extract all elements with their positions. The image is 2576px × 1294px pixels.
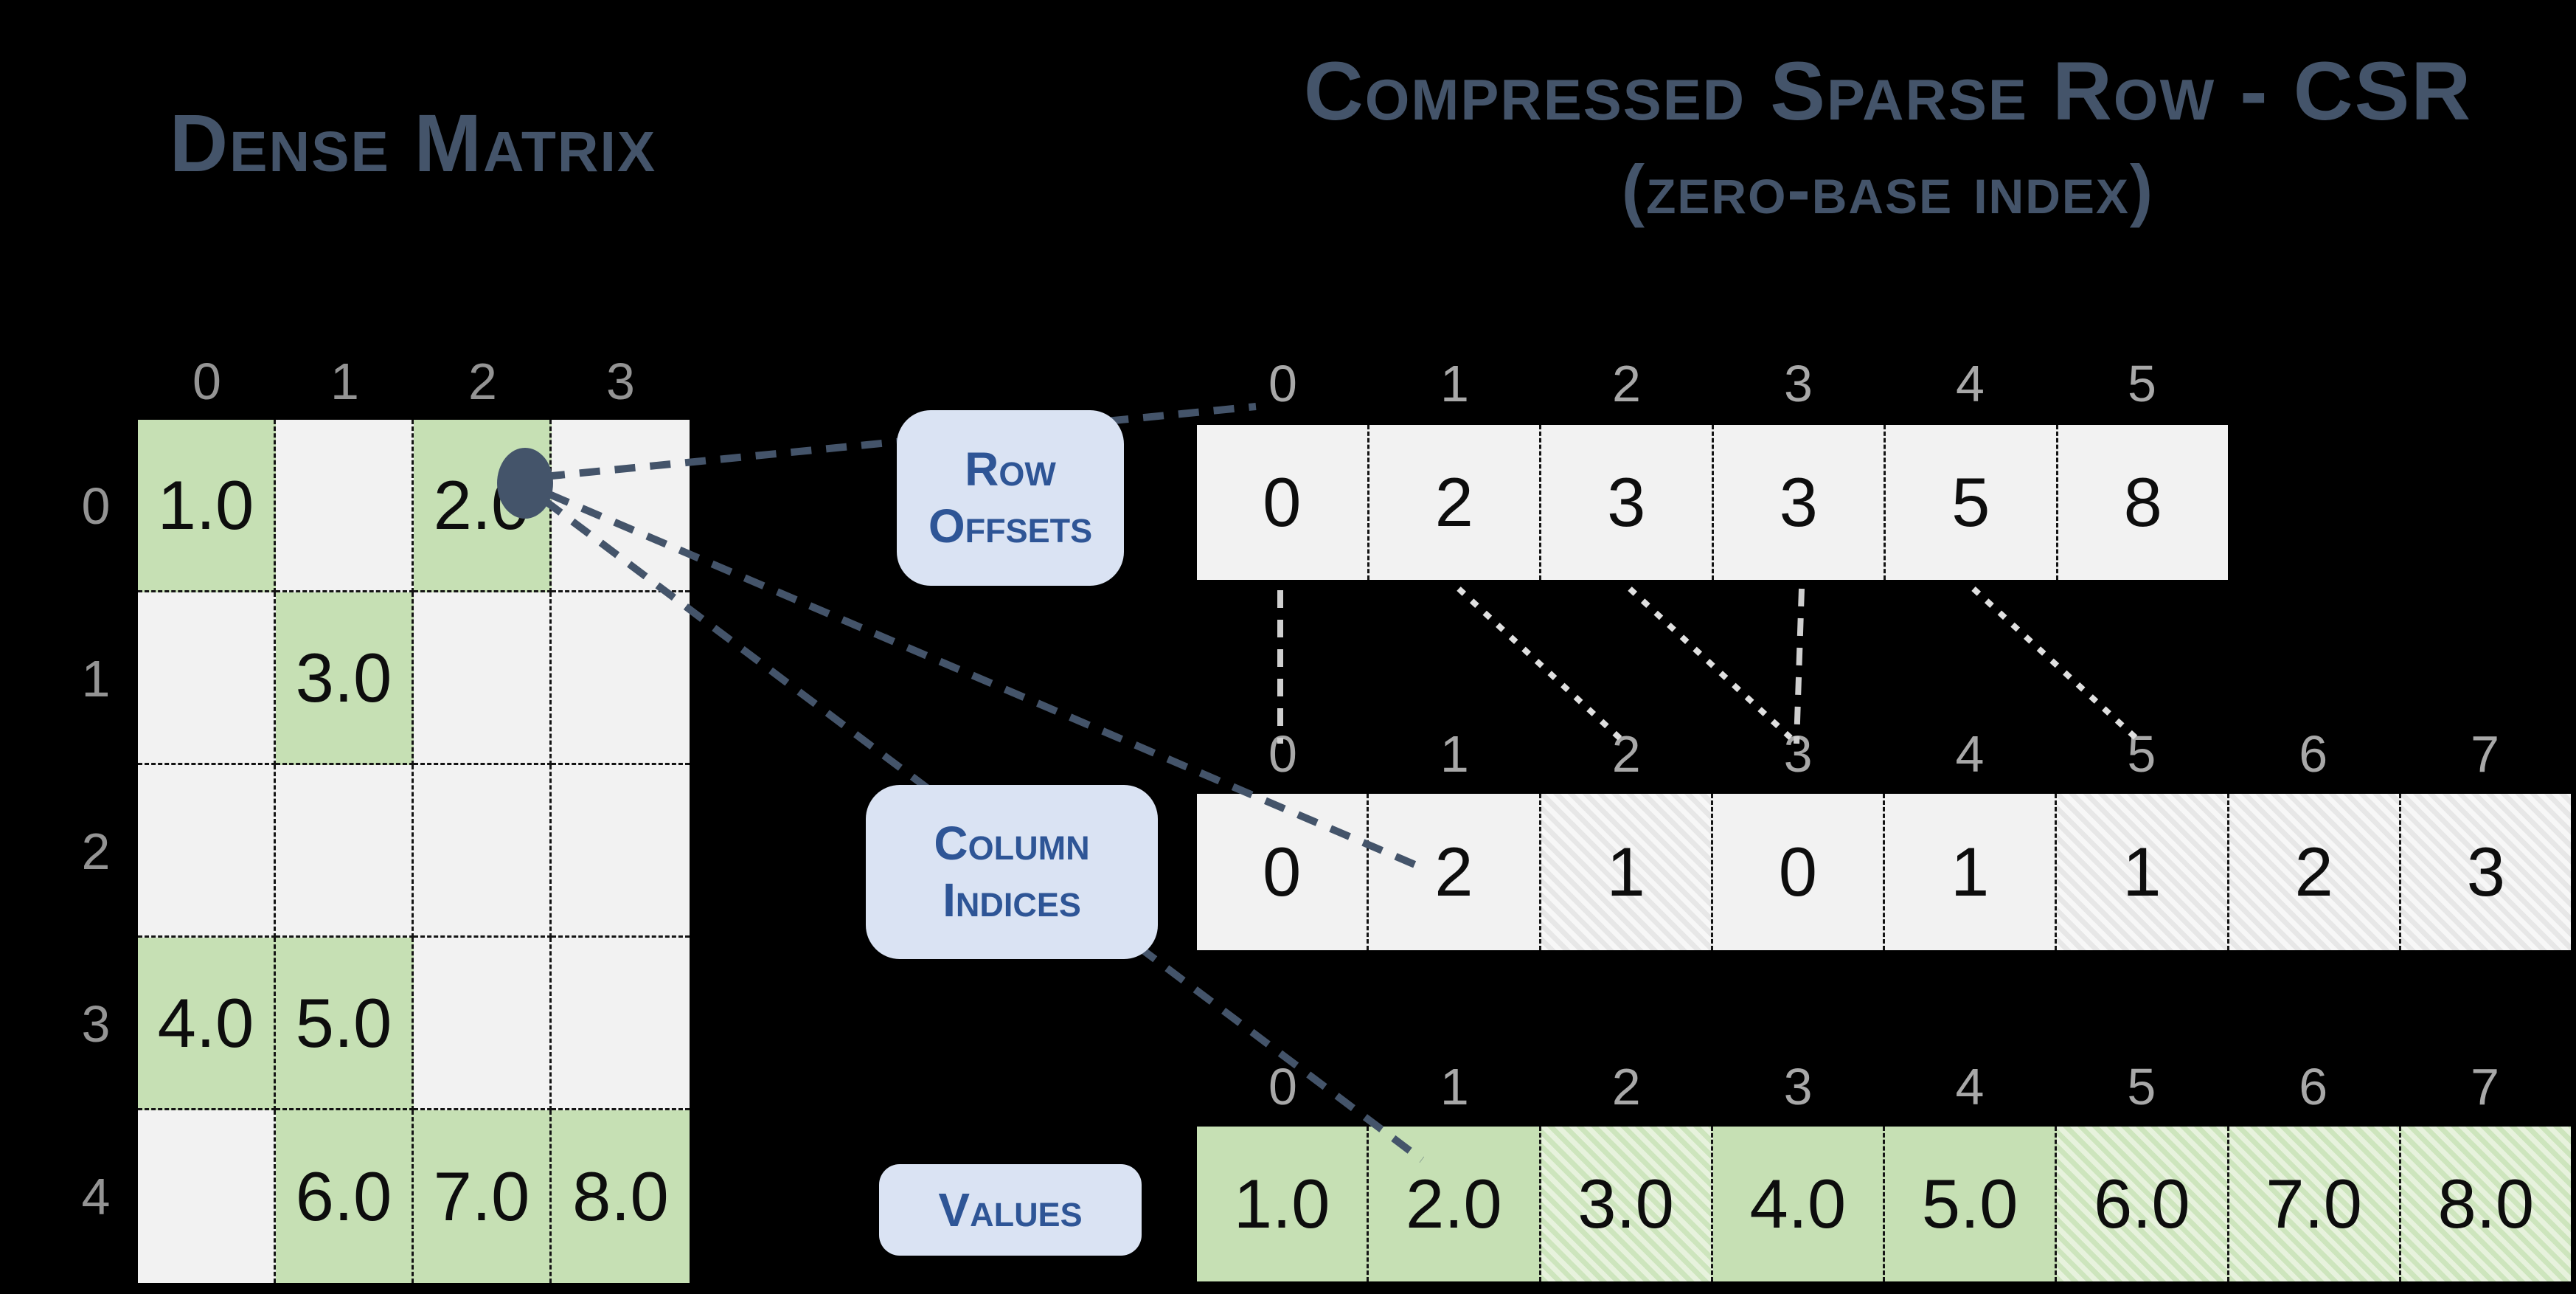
values-cell: 5.0 [1885,1127,2058,1281]
dense-cell: 6.0 [276,1110,414,1283]
values-index-header: 2 [1611,1058,1641,1115]
column_indices-cell: 0 [1197,794,1369,950]
values-cell: 2.0 [1369,1127,1541,1281]
dense-cell [552,765,690,938]
column_indices-cell: 2 [1369,794,1541,950]
offset-pointer-line-1 [1457,587,1623,741]
values-cell: 3.0 [1541,1127,1713,1281]
dense-matrix-title: Dense Matrix [169,98,657,189]
dense-cell [552,938,690,1110]
column_indices-index-header: 1 [1440,725,1469,783]
dense-matrix-row-headers: 0 1 2 3 4 [29,420,162,1283]
row_offsets-cell: 0 [1197,425,1369,580]
label-ro-text: Row [965,443,1056,497]
csr-subtitle: (zero-base index) [1621,150,2155,228]
column_indices-index-header: 4 [1955,725,1985,783]
dense-cell [138,592,276,765]
dense-matrix-column-headers: 0 1 2 3 [138,350,690,413]
values-index-header: 7 [2471,1058,2500,1115]
row_offsets-index-header: 1 [1440,355,1469,412]
row_offsets-cell: 2 [1369,425,1541,580]
values-index-header: 4 [1955,1058,1985,1115]
dense-cell: 3.0 [276,592,414,765]
offset-pointer-line-3 [1794,588,1805,744]
values-cell: 4.0 [1712,1127,1885,1281]
column_indices-cell: 0 [1712,794,1885,950]
dense-cell: 7.0 [414,1110,552,1283]
dense-cell: 1.0 [138,420,276,592]
values-index-header: 3 [1783,1058,1813,1115]
column_indices-cell: 1 [2057,794,2229,950]
row_offsets-cell: 3 [1713,425,1886,580]
values-cell: 6.0 [2057,1127,2229,1281]
values-index-header: 5 [2127,1058,2156,1115]
offset-pointer-line-4 [1971,587,2138,740]
label-va-text: Values [938,1183,1083,1236]
dense-cell [552,420,690,592]
row-offsets-index-headers: 0 1 2 3 4 5 [1197,353,2228,415]
values-index-headers: 0 1 2 3 4 5 6 7 [1197,1056,2571,1118]
label-ci-text: Column [934,817,1090,871]
row_offsets-index-header: 0 [1268,355,1297,412]
dense-cell: 5.0 [276,938,414,1110]
csr-title-block: Compressed Sparse Row - CSR (zero-base i… [1202,50,2574,224]
values-index-header: 0 [1268,1058,1297,1115]
dense-cell [276,420,414,592]
dense-col-header: 1 [330,353,359,410]
dense-cell [138,1110,276,1283]
row_offsets-index-header: 2 [1612,355,1641,412]
column_indices-index-header: 7 [2471,725,2500,783]
column_indices-cell: 1 [1541,794,1713,950]
dense-row-header: 4 [81,1168,111,1225]
dense-col-header: 2 [468,353,497,410]
column_indices-cell: 3 [2400,794,2571,950]
column_indices-index-header: 0 [1268,725,1297,783]
dense-cell [552,592,690,765]
values-cell: 8.0 [2400,1127,2571,1281]
csr-title: Compressed Sparse Row - CSR [1303,45,2473,137]
label-ci-text: Indices [942,873,1081,927]
column_indices-cell: 1 [1885,794,2058,950]
values-cell: 1.0 [1197,1127,1369,1281]
column_indices-index-header: 6 [2299,725,2328,783]
dense-row-header: 2 [81,823,111,880]
dense-col-header: 3 [606,353,635,410]
dense-cell [414,592,552,765]
dense-cell: 4.0 [138,938,276,1110]
row_offsets-index-header: 4 [1956,355,1985,412]
dot-to-column-index-line [548,491,1423,871]
dense-cell [138,765,276,938]
label-ro-text: Offsets [928,499,1093,553]
dense-col-header: 0 [192,353,221,410]
dense-row-header: 3 [81,995,111,1053]
row_offsets-cell: 8 [2058,425,2228,580]
row_offsets-cell: 3 [1541,425,1714,580]
dense-row-header: 1 [81,650,111,707]
values-index-header: 6 [2299,1058,2328,1115]
dense-cell [414,765,552,938]
nonzero-element-dot [497,448,553,519]
column_indices-cell: 2 [2229,794,2401,950]
values-label: Values [879,1164,1142,1256]
row_offsets-index-header: 3 [1784,355,1813,412]
dense-row-header: 0 [81,477,111,535]
values-cell: 7.0 [2229,1127,2401,1281]
offset-pointer-line-2 [1628,587,1793,740]
values-index-header: 1 [1440,1058,1469,1115]
dense-cell: 8.0 [552,1110,690,1283]
dense-cell [276,765,414,938]
row_offsets-index-header: 5 [2128,355,2156,412]
dense-cell [414,938,552,1110]
row_offsets-cell: 5 [1886,425,2058,580]
